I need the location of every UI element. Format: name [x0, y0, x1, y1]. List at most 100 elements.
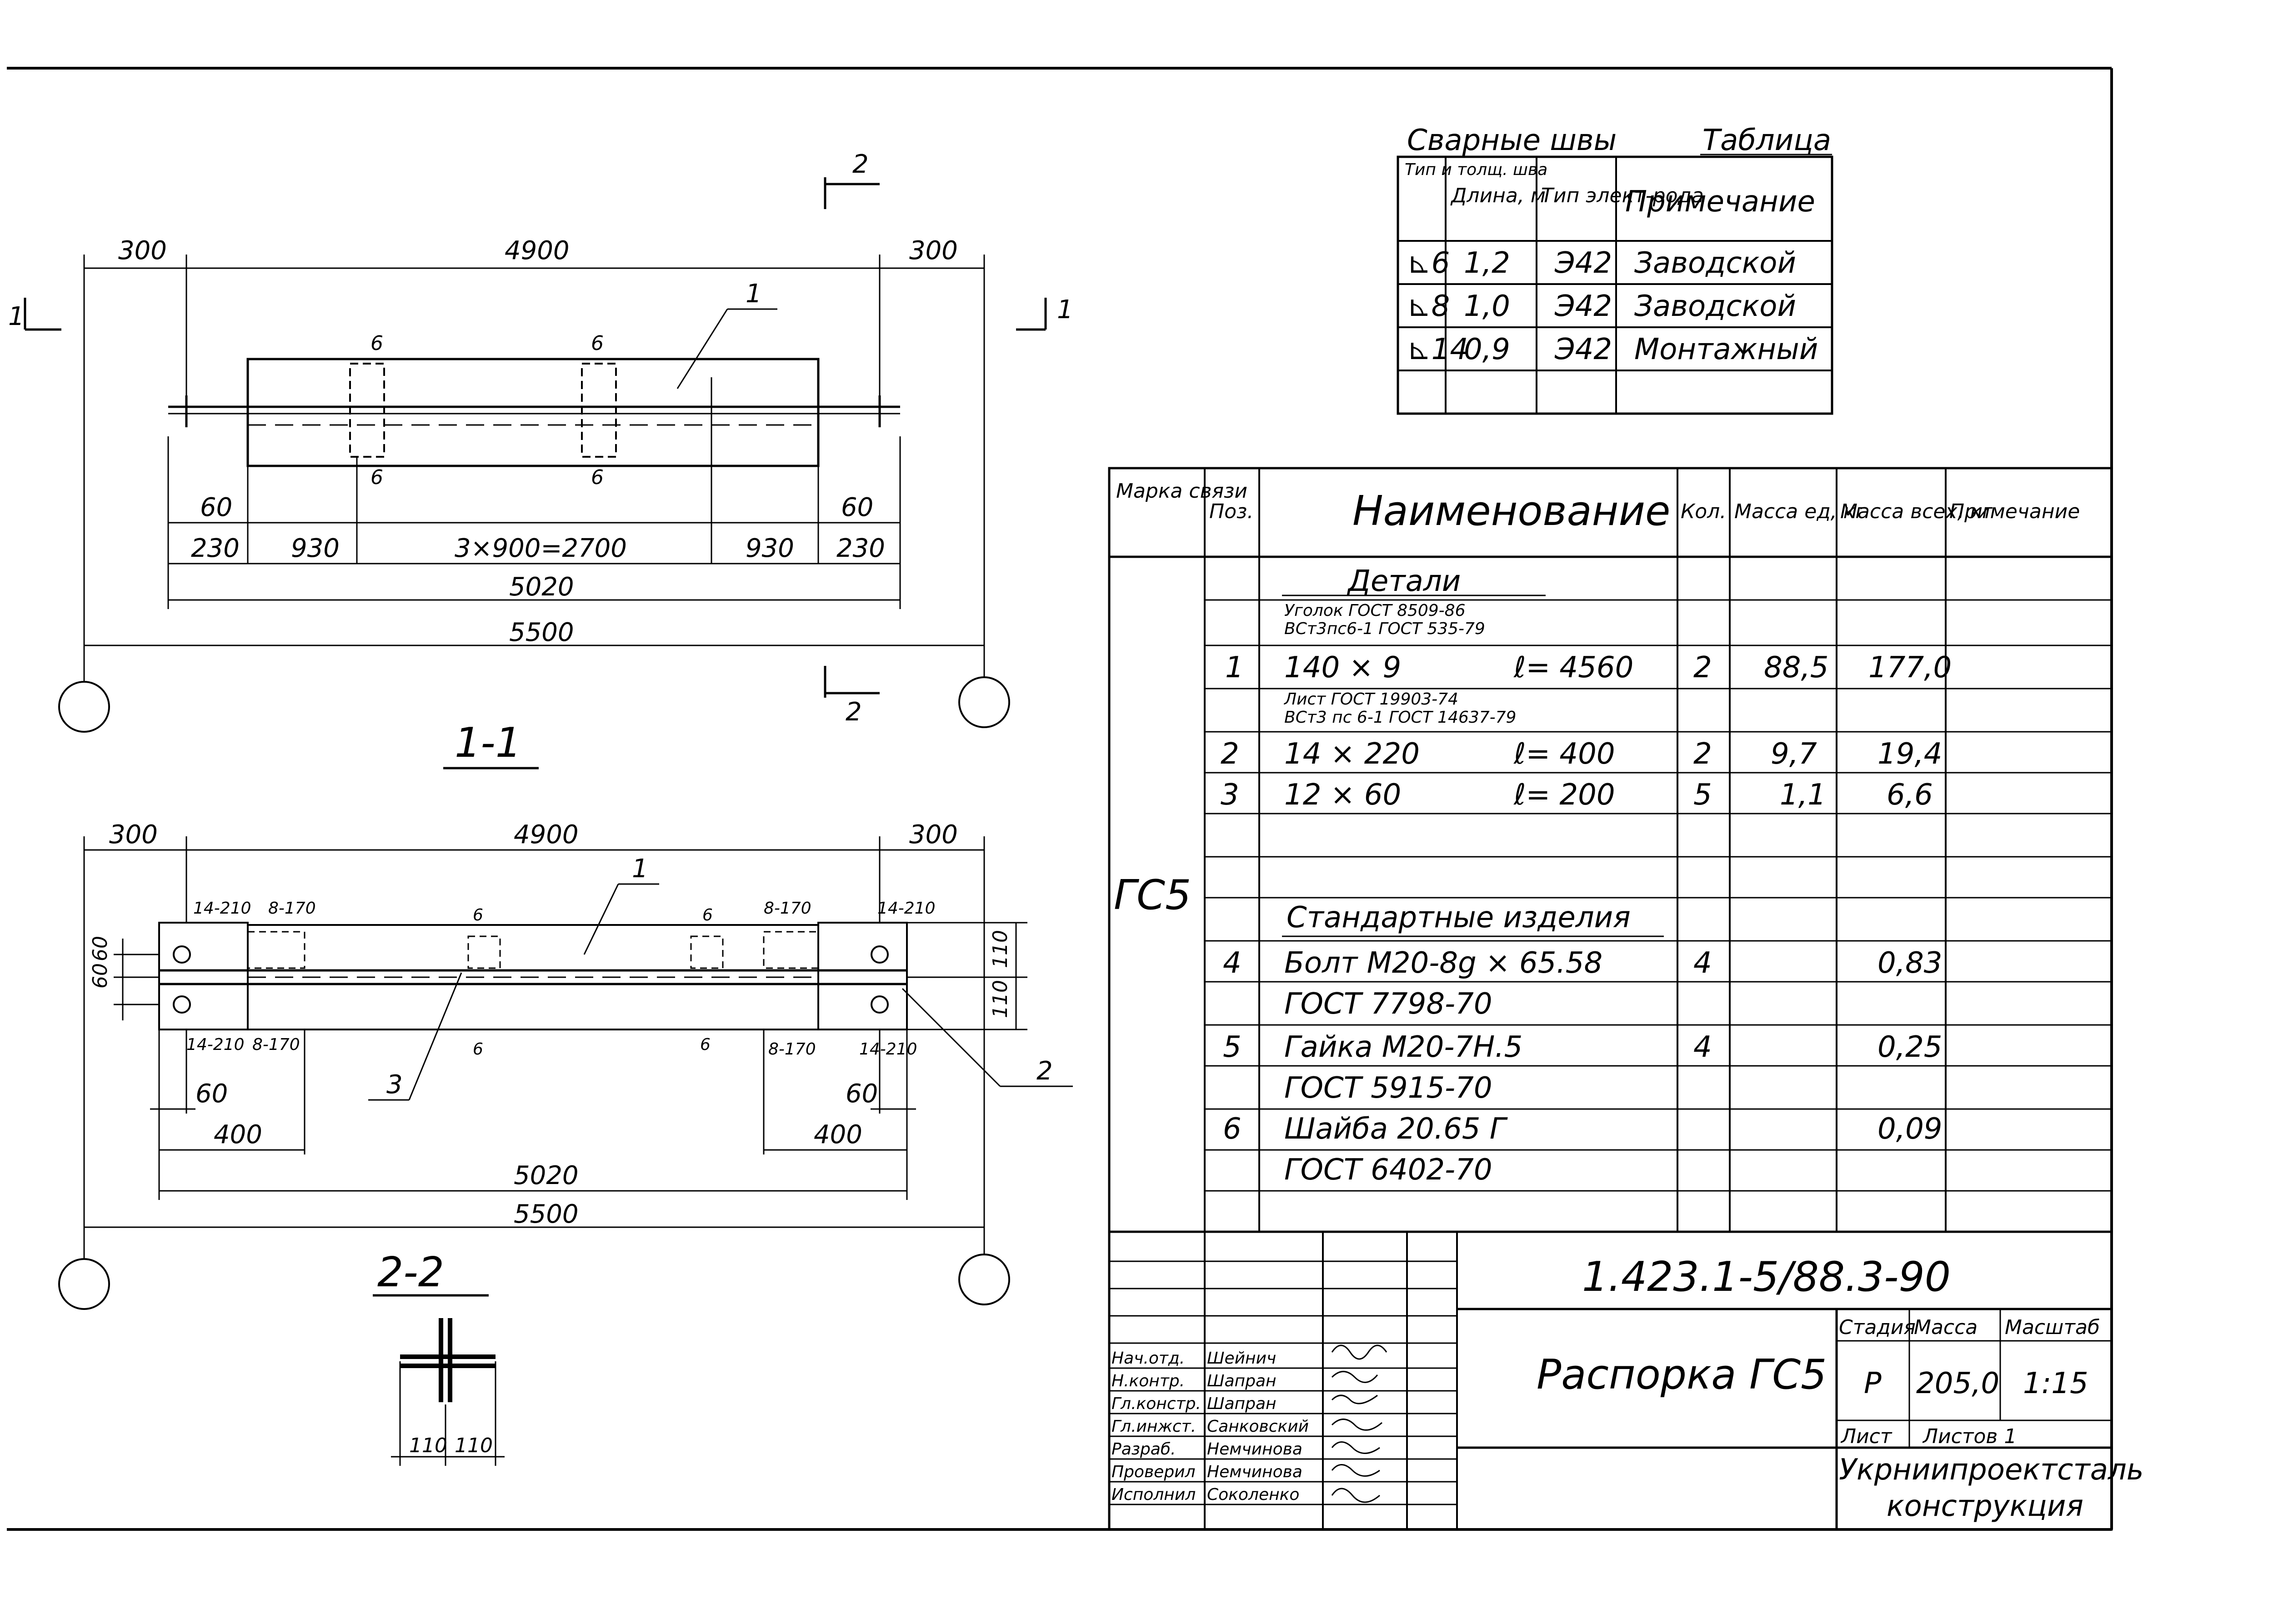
spec-header: Масса всех, кг — [1840, 500, 1993, 523]
weld-label: 8-170 — [268, 899, 316, 918]
weld-header-length: Длина, м — [1450, 184, 1546, 207]
view-1-1: 1 1 2 2 300 4900 300 6 6 6 6 — [8, 150, 1073, 770]
weld-mark: 6 — [591, 332, 604, 355]
spec-pos: 5 — [1223, 1030, 1242, 1064]
axis-marker — [958, 1254, 1010, 1305]
spec-total: 6,6 — [1887, 778, 1933, 812]
spec-mark: ГС5 — [1114, 871, 1191, 919]
sheets-label: Листов 1 — [1922, 1425, 2017, 1448]
weld-label: 6 — [473, 906, 483, 924]
weld-cell: ⊾8 — [1407, 290, 1450, 323]
sig-role: Исполнил — [1111, 1485, 1196, 1504]
spec-name: Шайба 20.65 Г — [1284, 1112, 1508, 1146]
dim-text: 3×900=2700 — [455, 534, 627, 563]
signature-scribbles — [1331, 1344, 1387, 1503]
section-mark-right: 1 — [1057, 295, 1073, 325]
section-profile: 110 110 — [391, 1318, 505, 1466]
weld-header-type: Тип и толщ. шва — [1405, 160, 1547, 179]
spec-total: 19,4 — [1877, 737, 1943, 771]
spec-name: ГОСТ 6402-70 — [1284, 1153, 1492, 1187]
dim-text: 400 — [214, 1120, 262, 1149]
spec-qty: 2 — [1693, 737, 1712, 771]
pos-label: 1 — [632, 854, 648, 884]
dim-text: 930 — [746, 534, 794, 563]
spec-mass: 1,1 — [1780, 778, 1826, 812]
mass-value: 205,0 — [1916, 1367, 1999, 1400]
dim-total-outer: 5500 — [509, 618, 574, 647]
section-mark-bottom: 2 — [846, 697, 862, 727]
dim-text: 230 — [191, 534, 240, 563]
spec-header: Масса ед, кг — [1734, 500, 1866, 523]
weld-cell: 1,2 — [1464, 246, 1510, 280]
drawing-title: Распорка ГС5 — [1537, 1351, 1827, 1399]
weld-mark: 6 — [370, 466, 383, 489]
sig-role: Гл.констр. — [1111, 1394, 1201, 1413]
org-name: Укрниипроектсталь — [1839, 1453, 2144, 1487]
spec-total: 0,25 — [1877, 1030, 1943, 1064]
dim-text: 110 — [409, 1434, 447, 1457]
spec-len: ℓ= 4560 — [1513, 651, 1633, 685]
dim-text: 60 — [846, 1079, 878, 1109]
weld-label: 14-210 — [193, 899, 251, 918]
dim-text: 300 — [909, 820, 958, 849]
pos-label: 1 — [746, 279, 762, 309]
sig-name: Санковский — [1207, 1417, 1309, 1436]
section-mark-left: 1 — [8, 302, 25, 331]
dim-text: 300 — [118, 236, 167, 265]
dim-text: 930 — [291, 534, 340, 563]
weld-label: 8-170 — [764, 899, 811, 918]
sig-role: Нач.отд. — [1111, 1349, 1185, 1368]
axis-marker — [58, 681, 110, 733]
spec-mass: 88,5 — [1764, 651, 1829, 685]
weld-table-caption: Сварные швы — [1407, 124, 1617, 157]
weld-label: 8-170 — [768, 1040, 816, 1059]
scale-value: 1:15 — [2023, 1367, 2088, 1400]
dim-text: 110 — [455, 1434, 493, 1457]
sig-role: Гл.инжст. — [1111, 1417, 1196, 1436]
sheet-label: Лист — [1840, 1425, 1892, 1448]
weld-cell: Монтажный — [1634, 333, 1818, 366]
axis-marker — [958, 676, 1010, 728]
weld-label: 14-210 — [859, 1040, 917, 1059]
weld-cell: Э42 — [1554, 246, 1612, 280]
spec-header: Кол. — [1681, 500, 1726, 523]
spec-header: Поз. — [1209, 500, 1253, 523]
dim-text: 4900 — [505, 236, 570, 265]
weld-mark: 6 — [370, 332, 383, 355]
view-2-2: 300 4900 300 14-210 8-170 6 6 8-170 14-2… — [58, 820, 1073, 1310]
stage-value: Р — [1864, 1367, 1882, 1400]
spec-pos: 3 — [1221, 778, 1239, 812]
spec-name: ВСт3пс6-1 ГОСТ 535-79 — [1284, 620, 1485, 638]
spec-mass: 9,7 — [1771, 737, 1817, 771]
spec-qty: 4 — [1693, 946, 1712, 980]
sig-role: Н.контр. — [1111, 1372, 1185, 1390]
pos-label: 2 — [1036, 1056, 1053, 1086]
spec-name: ВСт3 пс 6-1 ГОСТ 14637-79 — [1284, 708, 1516, 727]
weld-cell: ⊾14 — [1407, 333, 1468, 366]
spec-len: ℓ= 200 — [1513, 778, 1615, 812]
spec-header: Марка связи — [1116, 480, 1247, 503]
weld-header-electrode: Тип элект-рода — [1541, 184, 1704, 207]
weld-cell: 1,0 — [1464, 290, 1510, 323]
spec-name: Лист ГОСТ 19903-74 — [1283, 690, 1458, 709]
spec-qty: 2 — [1693, 651, 1712, 685]
weld-table: Сварные швы Таблица Тип и толщ. шва Длин… — [1397, 124, 1833, 415]
weld-header-note: Примечание — [1625, 185, 1815, 219]
sig-name: Шапран — [1207, 1394, 1277, 1413]
dim-text: 300 — [109, 820, 158, 849]
spec-qty: 4 — [1693, 1030, 1712, 1064]
spec-qty: 5 — [1693, 778, 1712, 812]
sig-name: Немчинова — [1207, 1440, 1302, 1459]
dim-text: 300 — [909, 236, 958, 265]
side-dim: 60 — [89, 936, 112, 961]
spec-pos: 6 — [1223, 1112, 1242, 1146]
weld-label: 8-170 — [252, 1035, 300, 1054]
dim-total-outer: 5500 — [514, 1199, 579, 1229]
weld-cell: Заводской — [1634, 290, 1796, 323]
weld-cell: Заводской — [1634, 246, 1796, 280]
spec-name: 140 × 9 — [1284, 651, 1401, 685]
axis-marker — [58, 1258, 110, 1310]
dim-text: 230 — [836, 534, 885, 563]
spec-table: Марка связи Поз. Наименование Кол. Масса… — [1108, 467, 2113, 1233]
view-title: 1-1 — [455, 719, 521, 767]
